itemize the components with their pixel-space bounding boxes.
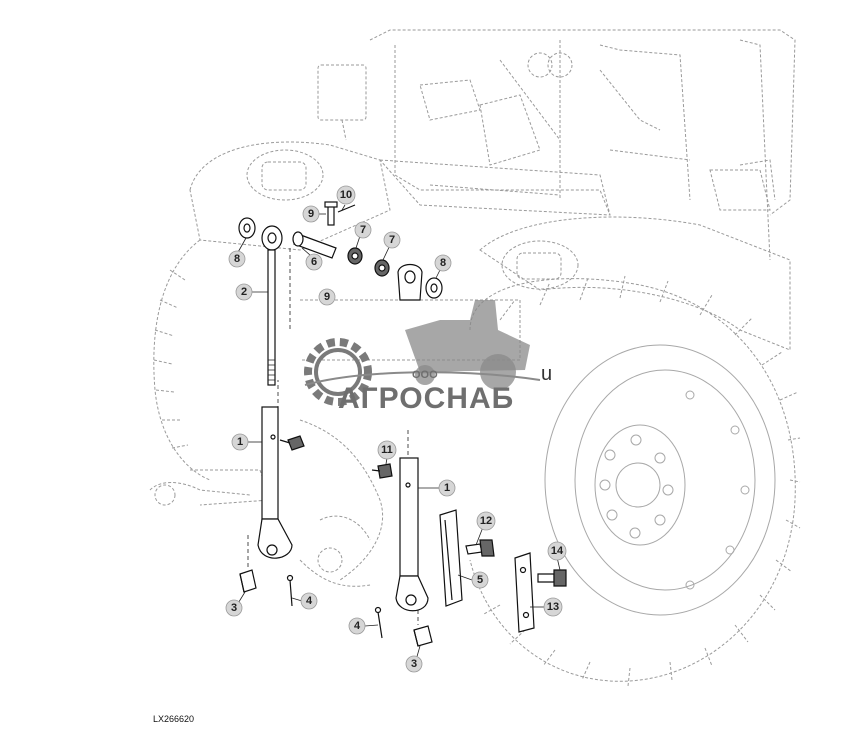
callouts: 8 10 9 7 7 6 8 9 2 1 11 1 12 5 14 13 3 4…: [225, 185, 567, 673]
strap-part-5: [439, 509, 463, 607]
watermark-name: АГРОСНАБ: [338, 382, 514, 415]
bolt-part-14: [537, 569, 567, 587]
svg-text:3: 3: [411, 658, 417, 670]
plate-part-13: [514, 552, 535, 633]
callout-9: 9: [302, 205, 320, 223]
washer-part-8-right: [425, 277, 443, 299]
callout-3: 3: [225, 599, 243, 617]
svg-text:9: 9: [308, 208, 314, 220]
stray-text: u: [541, 363, 552, 385]
callout-5: 5: [471, 571, 489, 589]
svg-text:4: 4: [354, 620, 361, 632]
callout-11: 11: [377, 440, 397, 460]
callout-6: 6: [305, 253, 323, 271]
svg-text:7: 7: [389, 234, 395, 246]
bolt-part-12: [465, 539, 495, 557]
callout-3: 3: [405, 655, 423, 673]
callout-7: 7: [354, 221, 372, 239]
callout-8: 8: [228, 250, 246, 268]
alignment-lines: [247, 248, 419, 625]
callout-4: 4: [300, 592, 318, 610]
svg-text:8: 8: [440, 257, 446, 269]
svg-text:9: 9: [324, 291, 330, 303]
bolt-part-11-right: [371, 463, 393, 479]
watermark-logo: ООО АГРОСНАБ: [304, 300, 541, 415]
tractor-background: [149, 29, 801, 687]
nut-part-3-left: [239, 569, 257, 593]
pin-part-9: [324, 201, 338, 226]
callout-13: 13: [543, 597, 563, 617]
svg-text:3: 3: [231, 602, 237, 614]
callout-1: 1: [231, 433, 249, 451]
svg-text:10: 10: [340, 189, 352, 201]
pin-part-4-left: [286, 574, 294, 607]
svg-text:8: 8: [234, 253, 240, 265]
lift-tube-part-1-right: [395, 457, 429, 612]
svg-text:5: 5: [477, 574, 483, 586]
callout-9: 9: [318, 288, 336, 306]
callout-10: 10: [336, 185, 356, 205]
bushing-part-7-a: [347, 247, 363, 265]
svg-text:12: 12: [480, 515, 492, 527]
lift-tube-part-1-left: [257, 406, 293, 559]
bushing-part-7-b: [374, 259, 390, 277]
washer-part-8-left: [238, 217, 256, 239]
watermark-prefix: ООО: [412, 369, 438, 381]
callout-14: 14: [547, 541, 567, 561]
svg-text:2: 2: [241, 286, 247, 298]
svg-text:6: 6: [311, 256, 317, 268]
callout-7: 7: [383, 231, 401, 249]
svg-text:7: 7: [360, 224, 366, 236]
svg-text:1: 1: [444, 482, 450, 494]
rod-part-2: [261, 225, 283, 386]
tractor-icon: [405, 300, 530, 390]
callout-12: 12: [476, 511, 496, 531]
svg-text:1: 1: [237, 436, 243, 448]
clip-part-10: [337, 204, 356, 213]
bolt-part-11-left: [279, 435, 305, 451]
nut-part-3-right: [413, 625, 433, 647]
callout-8: 8: [434, 254, 452, 272]
callout-2: 2: [235, 283, 253, 301]
pin-part-4-right: [374, 606, 383, 639]
svg-text:13: 13: [547, 601, 559, 613]
gear-icon: [304, 338, 372, 406]
yoke-link: [397, 263, 423, 301]
shaft-part-6: [292, 231, 337, 259]
svg-text:11: 11: [381, 444, 393, 456]
callout-1: 1: [438, 479, 456, 497]
svg-text:4: 4: [306, 595, 313, 607]
callout-4: 4: [348, 617, 366, 635]
svg-text:14: 14: [551, 545, 564, 557]
figure-reference-code: LX266620: [153, 714, 194, 724]
